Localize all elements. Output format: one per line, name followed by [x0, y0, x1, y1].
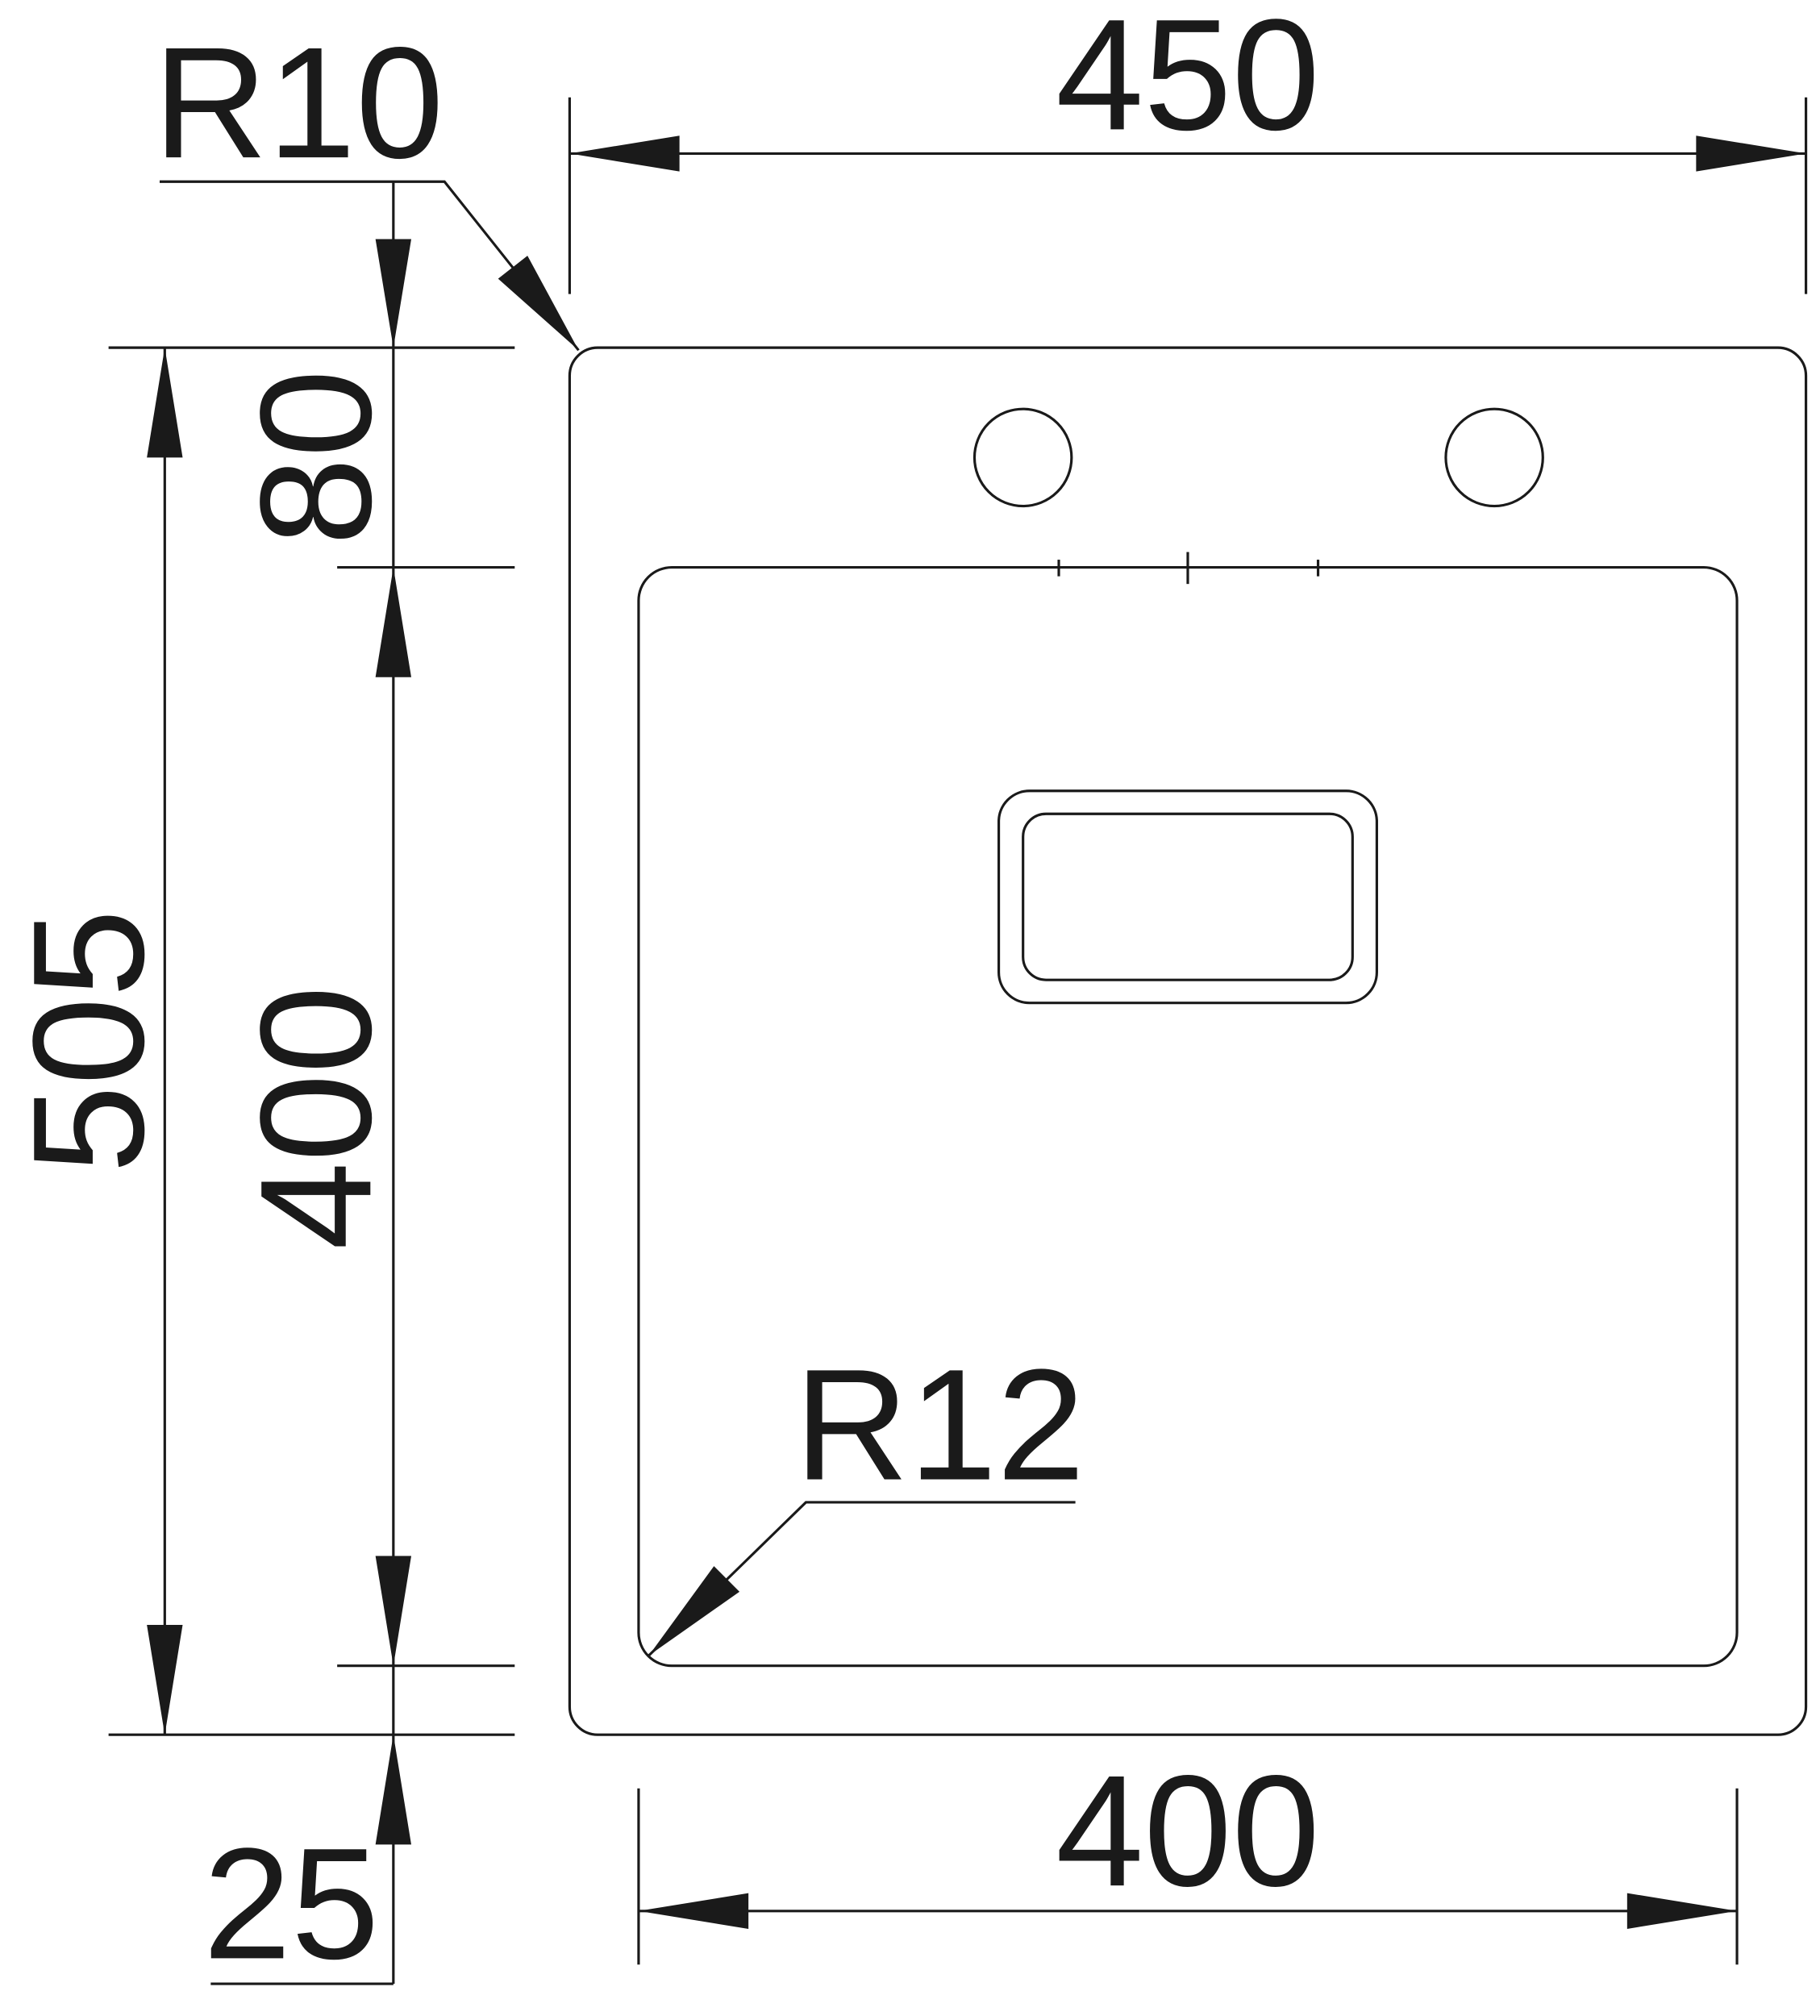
drain-inner: [1022, 812, 1354, 981]
radius-label-r12: R12: [794, 1335, 1085, 1513]
radius-outer-callout: R10: [153, 14, 580, 352]
dimension-label-80: 80: [227, 369, 404, 545]
dimension-label-25: 25: [203, 1814, 379, 1992]
center-ticks: [1057, 552, 1320, 585]
dimension-label-400-horizontal: 400: [1056, 1742, 1320, 1919]
dimension-label-505: 505: [0, 909, 177, 1173]
tap-hole-right: [1444, 407, 1544, 508]
drain-outer: [997, 789, 1378, 1005]
tap-hole-left: [972, 407, 1073, 508]
dimension-width-top: 450: [568, 0, 1808, 294]
extension-lines-left: [108, 346, 515, 1736]
dimension-label-400-vertical: 400: [227, 985, 404, 1250]
dimension-width-bottom: 400: [637, 1742, 1739, 1965]
radius-bowl-callout: R12: [648, 1335, 1085, 1657]
radius-label-r10: R10: [153, 14, 444, 191]
dimension-chain-vertical: 80 400 25: [203, 181, 412, 1992]
sink-outline: [568, 346, 1808, 1736]
dimension-height-total: 505: [0, 348, 183, 1735]
dimension-label-450: 450: [1056, 0, 1320, 163]
